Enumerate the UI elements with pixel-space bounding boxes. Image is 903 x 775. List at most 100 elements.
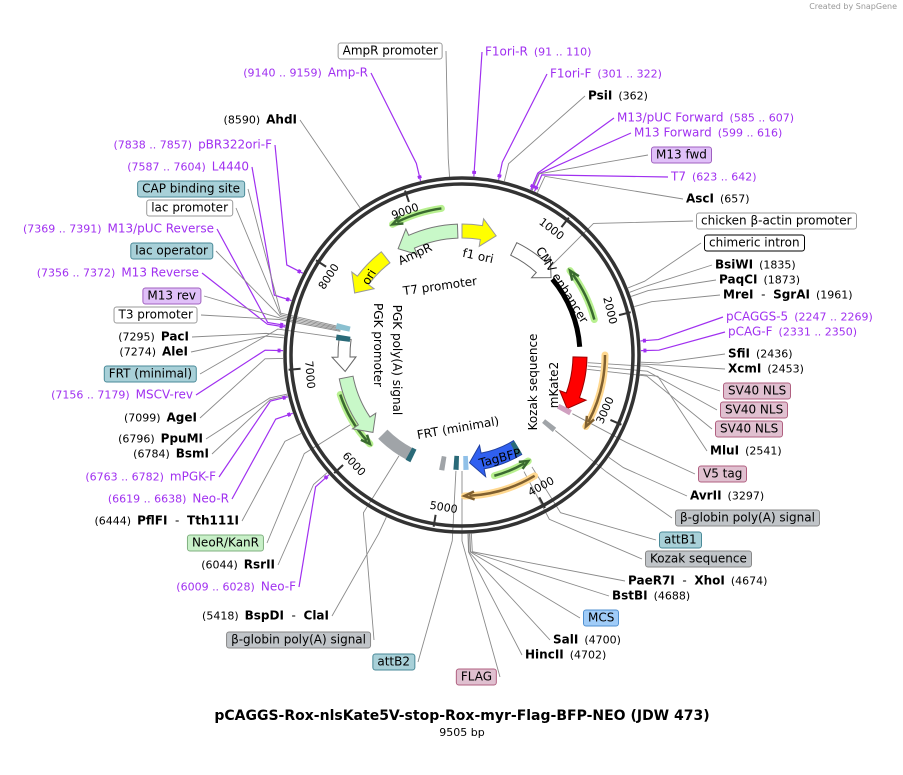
primer-mpgk-f[interactable]: (6763 .. 6782)mPGK-F (79, 470, 216, 485)
primer-m13-reverse[interactable]: (7356 .. 7372)M13 Reverse (31, 266, 199, 281)
site-position: (2541) (745, 444, 782, 458)
feature-lac-promoter[interactable]: lac promoter (146, 199, 233, 217)
restriction-site-ahdi[interactable]: (8590)AhdI (218, 113, 297, 128)
restriction-site-alei[interactable]: (7274)AleI (113, 345, 188, 360)
leader-line (201, 272, 286, 328)
enzyme-name: AgeI (166, 410, 197, 425)
feature-chicken-actin-promoter[interactable]: chicken β-actin promoter (696, 212, 857, 230)
restriction-site-sali[interactable]: SalI(4700) (553, 633, 627, 648)
orange-primer-arc (460, 472, 539, 501)
primer-m13-puc-reverse[interactable]: (7369 .. 7391)M13/pUC Reverse (17, 222, 214, 237)
feature-cap-binding-site[interactable]: CAP binding site (137, 180, 245, 198)
primer-t7[interactable]: T7(623 .. 642) (671, 170, 763, 185)
feature-neor-kanr[interactable]: NeoR/KanR (186, 534, 264, 552)
leader-line (266, 420, 357, 544)
restriction-site-paci[interactable]: (7295)PacI (112, 330, 189, 345)
primer-binding-mark (417, 175, 422, 179)
primer-neo-f[interactable]: (6009 .. 6028)Neo-F (170, 580, 296, 595)
restriction-site-bstbi[interactable]: BstBI(4688) (612, 589, 696, 604)
feature-flag[interactable]: FLAG (455, 668, 497, 686)
feature-sv40-nls[interactable]: SV40 NLS (723, 382, 792, 400)
restriction-site-asci[interactable]: AscI(657) (686, 192, 756, 207)
site-position: (6444) (94, 514, 132, 528)
enzyme-name: HincII (525, 647, 564, 662)
restriction-site-mlui[interactable]: MluI(2541) (710, 444, 788, 459)
restriction-site-bsmi[interactable]: (6784)BsmI (127, 447, 209, 462)
feature-sv40-nls[interactable]: SV40 NLS (720, 401, 789, 419)
primer-mscv-rev[interactable]: (7156 .. 7179)MSCV-rev (45, 388, 193, 403)
site-enzymes: XcmI (728, 362, 761, 376)
feature-lac-operator[interactable]: lac operator (130, 242, 213, 260)
leader-line (629, 264, 713, 293)
restriction-site-mrei-sgrai[interactable]: MreI - SgrAI(1961) (723, 288, 859, 303)
primer-name: T7 (671, 169, 686, 184)
primer-m13-puc-forward[interactable]: M13/pUC Forward(585 .. 607) (617, 111, 800, 126)
primer-m13-forward[interactable]: M13 Forward(599 .. 616) (634, 126, 788, 141)
feature-label-mkate2: mKate2 (547, 361, 561, 409)
feature-attb2[interactable]: attB2 (372, 653, 415, 671)
leader-line (630, 279, 717, 297)
restriction-site-hincii[interactable]: HincII(4702) (525, 648, 612, 663)
primer-neo-r[interactable]: (6619 .. 6638)Neo-R (102, 492, 229, 507)
feature-ampr-promoter[interactable]: AmpR promoter (337, 42, 443, 60)
feature-kozak-sequence[interactable]: Kozak sequence (645, 550, 752, 568)
restriction-site-paqci[interactable]: PaqCI(1873) (719, 273, 806, 288)
restriction-site-psii[interactable]: PsiI(362) (588, 89, 654, 104)
site-enzymes: BspDI - ClaI (245, 609, 329, 623)
restriction-site-bspdi-clai[interactable]: (5418)BspDI - ClaI (196, 609, 329, 624)
restriction-site-agei[interactable]: (7099)AgeI (118, 411, 197, 426)
leader-line (445, 50, 451, 180)
restriction-site-sfii[interactable]: SfiI(2436) (728, 347, 799, 362)
enzyme-name: SgrAI (773, 287, 810, 302)
leader-line (331, 517, 387, 617)
primer-l4440[interactable]: (7587 .. 7604)L4440 (121, 160, 249, 175)
primer-pcaggs-5[interactable]: pCAGGS-5(2247 .. 2269) (726, 310, 879, 325)
restriction-site-pflfi-tth111i[interactable]: (6444)PflFI - Tth111I (88, 514, 239, 529)
primer-amp-r[interactable]: (9140 .. 9159)Amp-R (237, 66, 368, 81)
leader-line (530, 117, 615, 190)
restriction-site-ppumi[interactable]: (6796)PpuMI (112, 432, 203, 447)
leader-line (370, 72, 422, 182)
enzyme-name: AscI (686, 191, 715, 206)
primer-f1ori-f[interactable]: F1ori-F(301 .. 322) (550, 67, 668, 82)
enzyme-separator: - (753, 287, 774, 302)
feature-v5-tag[interactable]: V5 tag (698, 465, 748, 483)
site-enzymes: SfiI (728, 347, 750, 361)
feature-mcs[interactable]: MCS (583, 609, 620, 627)
enzyme-name: AhdI (266, 112, 297, 127)
feature-m13-fwd[interactable]: M13 fwd (651, 146, 712, 164)
feature-chimeric-intron[interactable]: chimeric intron (704, 234, 805, 252)
site-position: (6796) (118, 432, 155, 446)
cmv-enhancer-arrow (509, 241, 552, 279)
restriction-site-paer7i-xhoi[interactable]: PaeR7I - XhoI(4674) (628, 574, 773, 589)
restriction-site-rsrii[interactable]: (6044)RsrII (195, 558, 275, 573)
leader-line (467, 533, 523, 656)
enzyme-separator: - (283, 608, 304, 623)
ring-tick (404, 190, 410, 203)
feature-globin-poly-a-signal[interactable]: β-globin poly(A) signal (226, 631, 371, 649)
leader-line (498, 73, 548, 180)
site-enzymes: AleI (162, 345, 188, 359)
primer-pbr322ori-f[interactable]: (7838 .. 7857)pBR322ori-F (108, 138, 273, 153)
site-position: (1835) (759, 258, 796, 272)
primer-pcag-f[interactable]: pCAG-F(2331 .. 2350) (728, 325, 863, 340)
feature-label-pgk-promoter: PGK promoter (371, 303, 385, 387)
primer-name: pCAG-F (728, 324, 773, 339)
feature-attb1[interactable]: attB1 (659, 531, 702, 549)
enzyme-name: PaqCI (719, 272, 758, 287)
restriction-site-bsiwi[interactable]: BsiWI(1835) (715, 258, 802, 273)
restriction-site-avrii[interactable]: AvrII(3297) (690, 489, 770, 504)
feature-frt-minimal[interactable]: FRT (minimal) (103, 365, 197, 383)
ring-tick-label: 2000 (600, 295, 619, 325)
feature-sv40-nls[interactable]: SV40 NLS (715, 420, 784, 438)
feature-t3-promoter[interactable]: T3 promoter (113, 306, 198, 324)
feature-m13-rev[interactable]: M13 rev (142, 287, 201, 305)
ring-tick (538, 496, 546, 509)
enzyme-name: PaeR7I (628, 573, 675, 588)
restriction-site-xcmi[interactable]: XcmI(2453) (728, 362, 810, 377)
feature-globin-poly-a-signal[interactable]: β-globin poly(A) signal (675, 509, 820, 527)
primer-f1ori-r[interactable]: F1ori-R(91 .. 110) (485, 45, 597, 60)
leader-line (235, 207, 342, 329)
primer-range: (91 .. 110) (533, 45, 592, 59)
